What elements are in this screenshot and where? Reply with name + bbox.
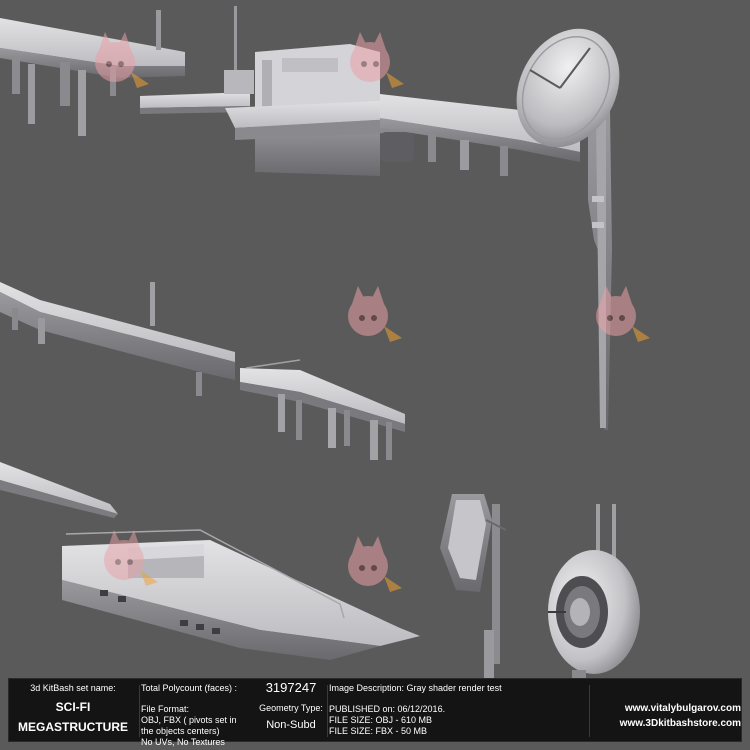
anime-mascot-watermark-icon [95, 32, 149, 88]
file-format-line1: OBJ, FBX ( pivots set in [141, 715, 237, 725]
file-size-obj: FILE SIZE: OBJ - 610 MB [329, 715, 433, 725]
file-format-line3: No UVs, No Textures [141, 737, 225, 747]
anime-mascot-watermark-icon [348, 286, 402, 342]
set-name-label: 3d KitBash set name: [30, 683, 116, 693]
anime-mascot-watermark-icon [350, 32, 404, 88]
render-scene [0, 6, 650, 680]
geometry-label: Geometry Type: [259, 703, 323, 713]
file-format-line2: the objects centers) [141, 726, 220, 736]
model-mech-arm [440, 494, 507, 680]
polycount-value: 3197247 [265, 680, 317, 695]
divider [139, 685, 140, 737]
divider [589, 685, 590, 737]
published-date: PUBLISHED on: 06/12/2016. [329, 704, 446, 714]
model-small-platform [240, 359, 405, 460]
model-wing-fragment [0, 462, 118, 518]
polycount-geometry-block: 3197247 Geometry Type: Non-Subd [255, 679, 327, 743]
set-name-line2: MEGASTRUCTURE [18, 720, 128, 734]
anime-mascot-watermark-icon [348, 536, 402, 592]
set-name-block: 3d KitBash set name: SCI-FI MEGASTRUCTUR… [9, 679, 137, 743]
anime-mascot-watermark-icon [104, 530, 158, 586]
file-format-label: File Format: [141, 704, 190, 714]
divider [327, 685, 328, 737]
model-circular-pod [548, 504, 640, 680]
model-dish-tower [516, 28, 620, 430]
website-block: www.vitalybulgarov.com www.3Dkitbashstor… [591, 679, 741, 743]
geometry-value: Non-Subd [266, 719, 316, 731]
polycount-format-block: Total Polycount (faces) : File Format: O… [141, 679, 253, 747]
set-name-line1: SCI-FI [55, 700, 91, 714]
image-description: Image Description: Gray shader render te… [329, 683, 502, 693]
model-middle-beam [0, 282, 235, 396]
anime-mascot-watermark-icon [596, 286, 650, 342]
info-bar: 3d KitBash set name: SCI-FI MEGASTRUCTUR… [8, 678, 742, 747]
polycount-label: Total Polycount (faces) : [141, 683, 238, 693]
publish-info-block: Image Description: Gray shader render te… [329, 679, 589, 743]
website-link-2[interactable]: www.3Dkitbashstore.com [619, 718, 741, 729]
website-link-1[interactable]: www.vitalybulgarov.com [624, 703, 741, 714]
model-top-bridge [0, 6, 580, 176]
file-size-fbx: FILE SIZE: FBX - 50 MB [329, 726, 428, 736]
